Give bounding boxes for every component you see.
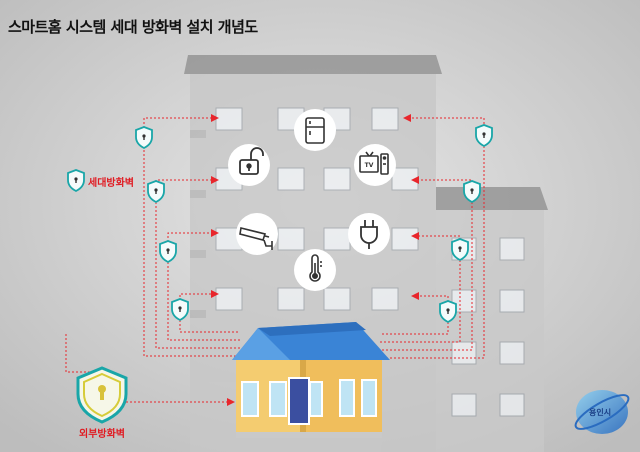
device-tv: TV [354,144,396,186]
shield-icon [451,238,469,262]
device-door-lock [228,144,270,186]
internal-firewall-label: 세대방화벽 [88,178,134,189]
thermometer-icon [309,254,322,282]
plug-icon [360,220,378,249]
device-thermometer [294,249,336,291]
shield-icon [463,180,481,204]
house [232,322,390,438]
shield-icon [171,298,189,322]
external-firewall-label: 외부방화벽 [79,429,125,440]
device-refrigerator [294,109,336,151]
device-plug [348,213,390,255]
padlock-icon [239,147,264,175]
cctv-icon [239,227,273,250]
shield-icon [159,240,177,264]
svg-text:TV: TV [365,162,374,169]
shield-icon [147,180,165,204]
shield-icon [135,126,153,150]
refrigerator-icon [305,117,325,144]
shield-icon [67,169,85,193]
logo-emblem [574,390,630,434]
device-cctv [236,213,278,255]
external-firewall-shield [76,366,128,424]
network-lines [65,114,485,406]
firewall-shields [67,124,493,324]
tv-icon [359,151,389,175]
shield-icon [475,124,493,148]
shield-icon [439,300,457,324]
logo-text: 용인시 [589,408,612,417]
page-title: 스마트홈 시스템 세대 방화벽 설치 개념도 [8,18,258,36]
